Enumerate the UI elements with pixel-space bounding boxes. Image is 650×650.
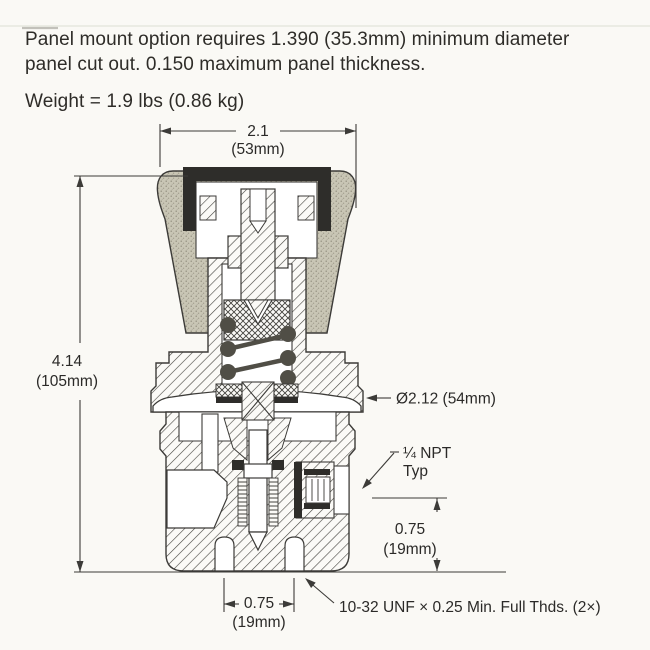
- hole-spacing-mm: (19mm): [232, 614, 285, 631]
- arrow-up-icon: [433, 499, 441, 510]
- arrow-down-icon: [76, 561, 84, 572]
- poppet-stem: [248, 429, 268, 533]
- right-port-core-lines: [311, 479, 325, 501]
- screw-slot: [249, 188, 267, 222]
- port-height-mm: (19mm): [383, 541, 436, 558]
- callout-port-type: ¼ NPT Typ: [362, 445, 452, 489]
- knob-cap: [183, 167, 331, 231]
- dim-height-mm: (105mm): [36, 373, 98, 390]
- arrow-left-icon: [366, 394, 377, 402]
- stem-guide-left: [223, 417, 248, 462]
- poppet-tip: [248, 531, 268, 552]
- poppet-spring-right: [268, 477, 279, 527]
- dim-overall-height: 4.14 (105mm): [36, 175, 506, 573]
- poppet-spring-left: [237, 477, 248, 527]
- dim-port-height: 0.75 (19mm): [372, 497, 447, 571]
- flange-dia-label: Ø2.12 (54mm): [396, 391, 496, 408]
- range-spring: [220, 317, 296, 386]
- hole-spacing-in: 0.75: [244, 595, 274, 612]
- cap-insert-right: [297, 195, 315, 221]
- regulator-cross-section: [150, 167, 364, 572]
- dim-height-in: 4.14: [52, 353, 83, 370]
- dim-hole-spacing: 0.75 (19mm): [223, 578, 295, 631]
- weight-note: Weight = 1.9 lbs (0.86 kg): [25, 91, 245, 112]
- dimension-annotations: 2.1 (53mm) 4.14 (105mm) Ø2.12 (54mm): [36, 123, 601, 631]
- right-port-seals: [294, 462, 330, 518]
- mounting-thread-label: 10-32 UNF × 0.25 Min. Full Thds. (2×): [339, 599, 601, 616]
- port-type-line1: ¼ NPT: [403, 445, 452, 462]
- screw-slot-taper: [249, 220, 267, 234]
- arrow-up-left-icon: [305, 578, 316, 588]
- dim-knob-width: 2.1 (53mm): [159, 123, 357, 208]
- diaphragm-hub: [241, 381, 275, 421]
- dim-knob-width-mm: (53mm): [231, 141, 284, 158]
- scan-artifacts: [0, 25, 650, 30]
- arrow-down-left-icon: [362, 478, 372, 489]
- arrow-down-icon: [433, 560, 441, 571]
- dim-knob-width-in: 2.1: [247, 123, 269, 140]
- callout-flange-diameter: Ø2.12 (54mm): [366, 391, 496, 408]
- arrow-up-icon: [76, 176, 84, 187]
- cap-insert-left: [199, 195, 217, 221]
- arrow-right-icon: [345, 127, 356, 135]
- diaphragm-seals: [216, 397, 298, 403]
- screw-tip: [247, 299, 269, 320]
- mounting-hole-left: [214, 536, 235, 572]
- callout-mounting-thread: 10-32 UNF × 0.25 Min. Full Thds. (2×): [305, 578, 601, 616]
- arrow-left-icon: [160, 127, 171, 135]
- left-gauge-channel: [201, 413, 219, 473]
- stem-guide-right: [267, 417, 292, 462]
- arrow-right-icon: [283, 600, 294, 608]
- port-type-line2: Typ: [403, 463, 428, 480]
- poppet-seat: [232, 460, 284, 470]
- arrow-left-icon: [224, 600, 235, 608]
- poppet-head: [243, 463, 273, 479]
- port-height-in: 0.75: [395, 521, 425, 538]
- panel-mount-note: Panel mount option requires 1.390 (35.3m…: [25, 29, 570, 76]
- left-port: [166, 469, 228, 529]
- mounting-hole-right: [284, 536, 305, 572]
